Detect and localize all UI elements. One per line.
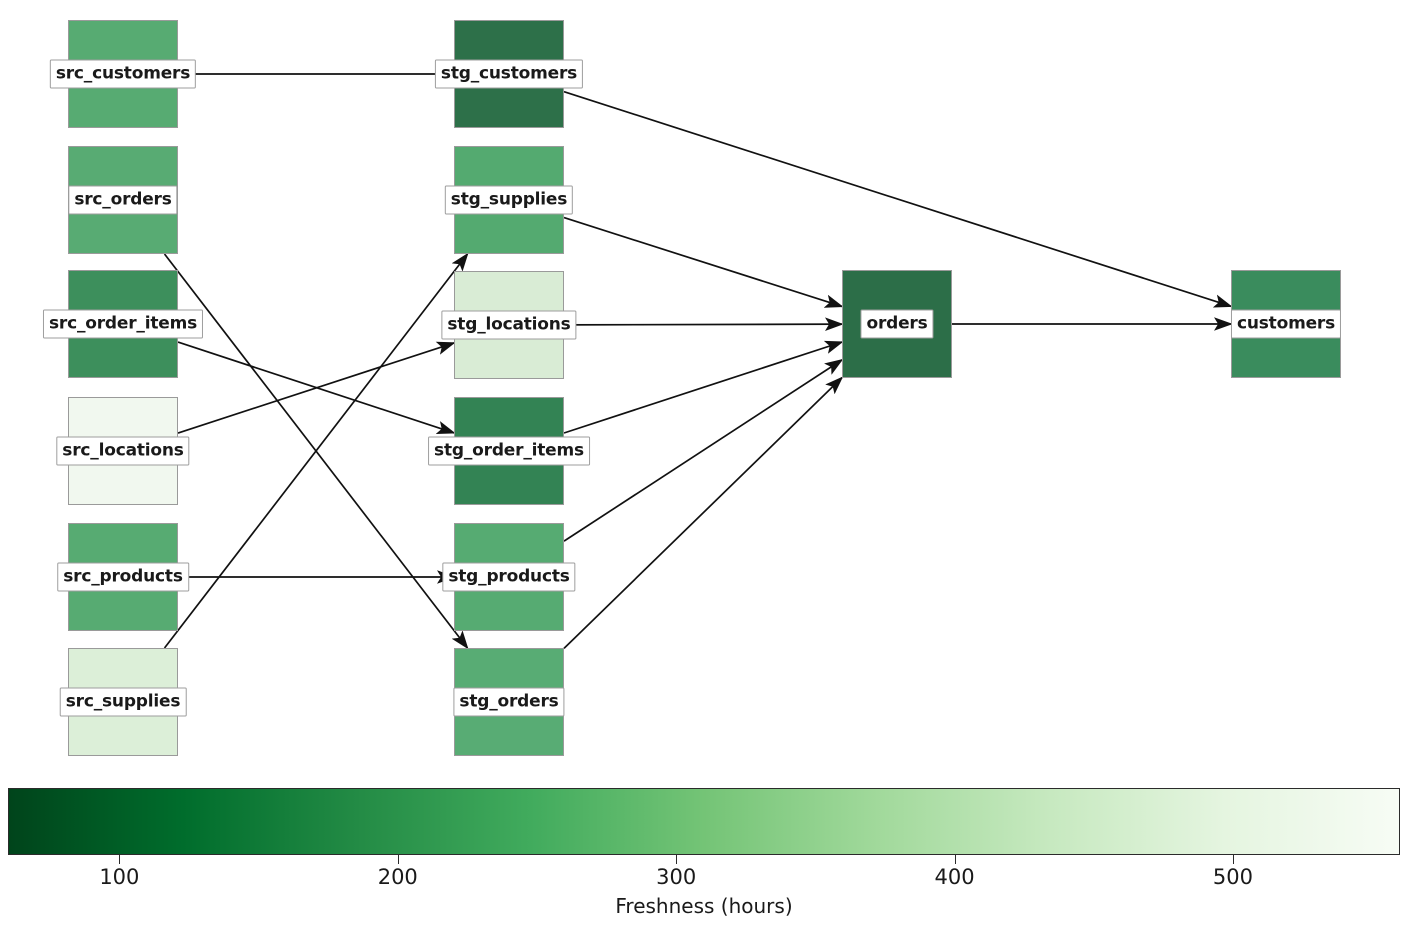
node-label-stg_orders: stg_orders xyxy=(453,687,565,717)
edge-stg_order_items-to-orders xyxy=(563,340,844,434)
node-label-stg_locations: stg_locations xyxy=(441,310,577,340)
node-label-customers: customers xyxy=(1230,309,1342,339)
colorbar-tick-200 xyxy=(397,855,399,864)
edge-stg_customers-to-customers xyxy=(563,90,1233,308)
edge-stg_orders-to-orders xyxy=(563,376,844,650)
node-label-stg_supplies: stg_supplies xyxy=(444,185,574,215)
colorbar-tick-300 xyxy=(676,855,678,864)
colorbar-tick-500 xyxy=(1232,855,1234,864)
edge-src_locations-to-stg_locations xyxy=(177,341,456,434)
colorbar-gradient xyxy=(8,788,1400,855)
colorbar-ticklabel-100: 100 xyxy=(99,865,140,889)
node-label-src_orders: src_orders xyxy=(68,185,178,215)
edges xyxy=(163,67,1233,650)
colorbar-ticklabel-300: 300 xyxy=(656,865,697,889)
edge-src_supplies-to-stg_supplies xyxy=(163,252,469,649)
node-label-orders: orders xyxy=(860,309,934,339)
colorbar-axis: 100 200 300 400 500 xyxy=(0,855,1410,895)
colorbar-tick-100 xyxy=(119,855,121,864)
edge-stg_products-to-orders xyxy=(563,358,844,542)
colorbar-ticklabel-400: 400 xyxy=(934,865,975,889)
edge-stg_locations-to-orders xyxy=(563,317,844,331)
node-label-src_customers: src_customers xyxy=(49,59,197,89)
colorbar: 100 200 300 400 500 Freshness (hours) xyxy=(0,775,1410,926)
edge-layer xyxy=(163,67,1233,650)
node-label-stg_products: stg_products xyxy=(442,562,576,592)
node-label-stg_customers: stg_customers xyxy=(434,59,584,89)
colorbar-tick-400 xyxy=(954,855,956,864)
node-label-stg_order_items: stg_order_items xyxy=(428,436,590,466)
colorbar-ticklabel-200: 200 xyxy=(377,865,418,889)
node-label-src_order_items: src_order_items xyxy=(42,309,204,339)
colorbar-label: Freshness (hours) xyxy=(0,894,1410,918)
edge-stg_supplies-to-orders xyxy=(563,216,844,308)
colorbar-label-text: Freshness (hours) xyxy=(615,894,793,918)
node-label-src_products: src_products xyxy=(57,562,189,592)
node-label-src_supplies: src_supplies xyxy=(59,687,187,717)
colorbar-ticklabel-500: 500 xyxy=(1212,865,1253,889)
node-label-src_locations: src_locations xyxy=(56,436,190,466)
